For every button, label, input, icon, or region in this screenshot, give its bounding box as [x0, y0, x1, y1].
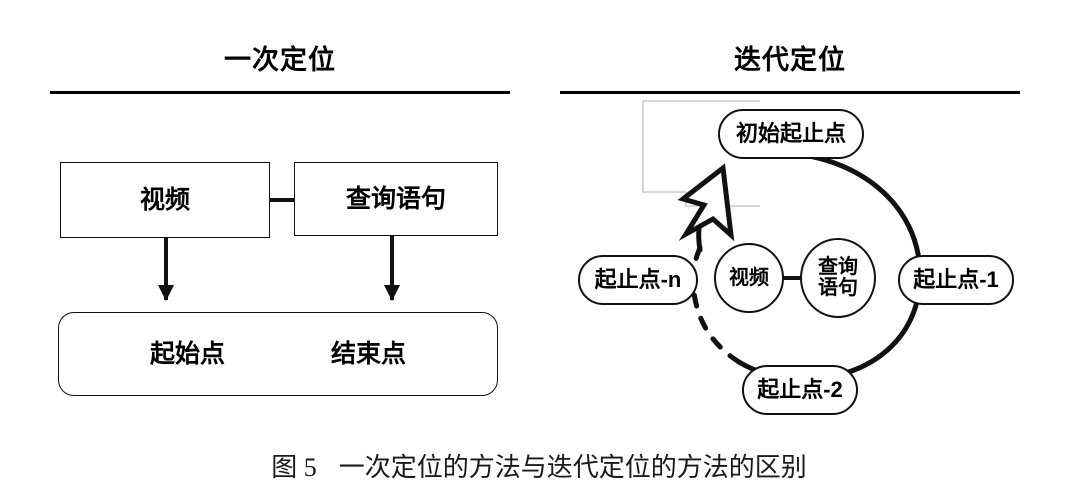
- node-boundary-n: 起止点-n: [578, 255, 698, 305]
- query-line-1: 查询: [818, 256, 858, 278]
- node-query-left: 查询语句: [294, 162, 498, 236]
- connector-video-query-left: [270, 198, 295, 202]
- panel-title-iterative: 迭代定位: [734, 45, 846, 75]
- label-start-point: 起始点: [149, 340, 225, 368]
- arrow-head-icon: [157, 285, 174, 301]
- arrow-shaft: [390, 236, 394, 300]
- label-end-point: 结束点: [330, 340, 406, 368]
- iteration-arc-tail: [696, 203, 709, 253]
- cursor-arrow-icon: [677, 163, 735, 242]
- caption-text: 一次定位的方法与迭代定位的方法的区别: [338, 453, 807, 482]
- node-video-right: 视频: [714, 243, 784, 313]
- figure-caption: 图 5 一次定位的方法与迭代定位的方法的区别: [0, 447, 1078, 484]
- panel-divider-right: [560, 91, 1020, 94]
- node-video-left: 视频: [60, 162, 270, 238]
- node-output-boundaries: 起始点 结束点: [58, 312, 498, 396]
- panel-title-one-shot: 一次定位: [224, 45, 336, 75]
- node-query-right: 查询 语句: [800, 238, 876, 318]
- node-initial-boundary: 初始起止点: [718, 109, 864, 159]
- node-boundary-2: 起止点-2: [742, 365, 858, 415]
- caption-label: 图 5: [271, 453, 317, 482]
- node-boundary-1: 起止点-1: [898, 255, 1014, 305]
- panel-divider-left: [50, 91, 510, 94]
- arrow-head-icon: [383, 285, 400, 301]
- connector-video-query-right: [783, 276, 802, 280]
- arrow-shaft: [164, 238, 168, 300]
- query-line-2: 语句: [818, 277, 858, 299]
